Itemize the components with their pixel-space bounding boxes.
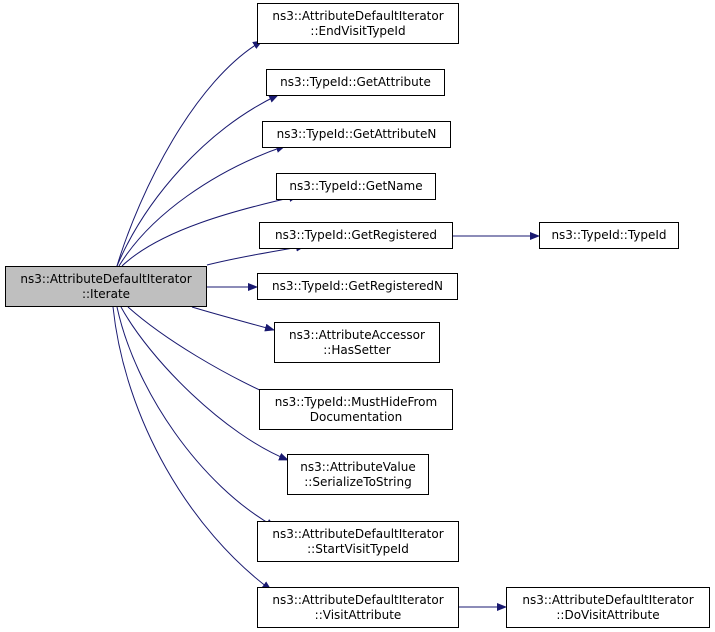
function-node-label: ns3::TypeId::GetAttribute [280,75,431,89]
call-edge-root-to-get_attr [116,94,279,267]
call-edge-root-to-end_visit [116,40,263,267]
function-node-label: ns3::AttributeDefaultIterator [272,592,444,607]
function-node-label: ::SerializeToString [304,474,412,489]
function-node-label: ns3::AttributeDefaultIterator [272,8,444,23]
function-node-label: ns3::AttributeDefaultIterator [522,592,694,607]
function-node-label: ns3::TypeId::GetRegistered [275,228,437,242]
call-edge-root-to-has_setter [191,306,275,332]
call-edge-root-to-get_name [121,194,299,267]
function-node-label: ns3::TypeId::TypeId [551,228,667,242]
function-node-label: Documentation [309,409,403,424]
function-node-root: ns3::AttributeDefaultIterator::Iterate [5,266,207,307]
function-node-get-attr[interactable]: ns3::TypeId::GetAttribute [266,69,445,96]
function-node-serialize[interactable]: ns3::AttributeValue::SerializeToString [287,454,429,495]
call-edge-root-to-start_visit [116,306,276,528]
function-node-label: ns3::TypeId::GetRegisteredN [272,279,443,293]
function-node-has-setter[interactable]: ns3::AttributeAccessor::HasSetter [274,322,440,363]
function-node-label: ::EndVisitTypeId [310,23,406,38]
call-edge-root-to-visit_attr [112,306,272,591]
function-node-label: ns3::AttributeDefaultIterator [272,526,444,541]
function-node-label: ns3::TypeId::GetName [289,179,423,193]
function-node-label: ::Iterate [81,286,131,301]
call-edge-root-to-must_hide [127,306,276,398]
function-node-get-attr-n[interactable]: ns3::TypeId::GetAttributeN [262,121,451,148]
function-node-get-name[interactable]: ns3::TypeId::GetName [276,173,436,200]
function-node-do-visit[interactable]: ns3::AttributeDefaultIterator::DoVisitAt… [506,587,710,628]
function-node-get-registered[interactable]: ns3::TypeId::GetRegistered [259,222,453,249]
function-node-typeid[interactable]: ns3::TypeId::TypeId [539,222,679,249]
call-edge-root-to-get_attr_n [118,145,286,267]
function-node-label: ns3::TypeId::MustHideFrom [274,394,438,409]
function-node-start-visit[interactable]: ns3::AttributeDefaultIterator::StartVisi… [257,521,459,562]
function-node-label: ns3::AttributeDefaultIterator [20,271,192,286]
function-node-label: ns3::TypeId::GetAttributeN [276,127,437,141]
function-node-end-visit[interactable]: ns3::AttributeDefaultIterator::EndVisitT… [257,3,459,44]
function-node-visit-attr[interactable]: ns3::AttributeDefaultIterator::VisitAttr… [257,587,459,628]
call-edge-root-to-serialize [120,306,289,461]
function-node-label: ::HasSetter [323,342,391,357]
function-node-get-registered-n[interactable]: ns3::TypeId::GetRegisteredN [257,273,458,300]
function-node-label: ::VisitAttribute [314,607,402,622]
function-node-label: ns3::AttributeValue [300,459,416,474]
function-node-label: ns3::AttributeAccessor [289,327,425,342]
function-node-label: ::DoVisitAttribute [556,607,660,622]
function-node-label: ::StartVisitTypeId [307,541,409,556]
